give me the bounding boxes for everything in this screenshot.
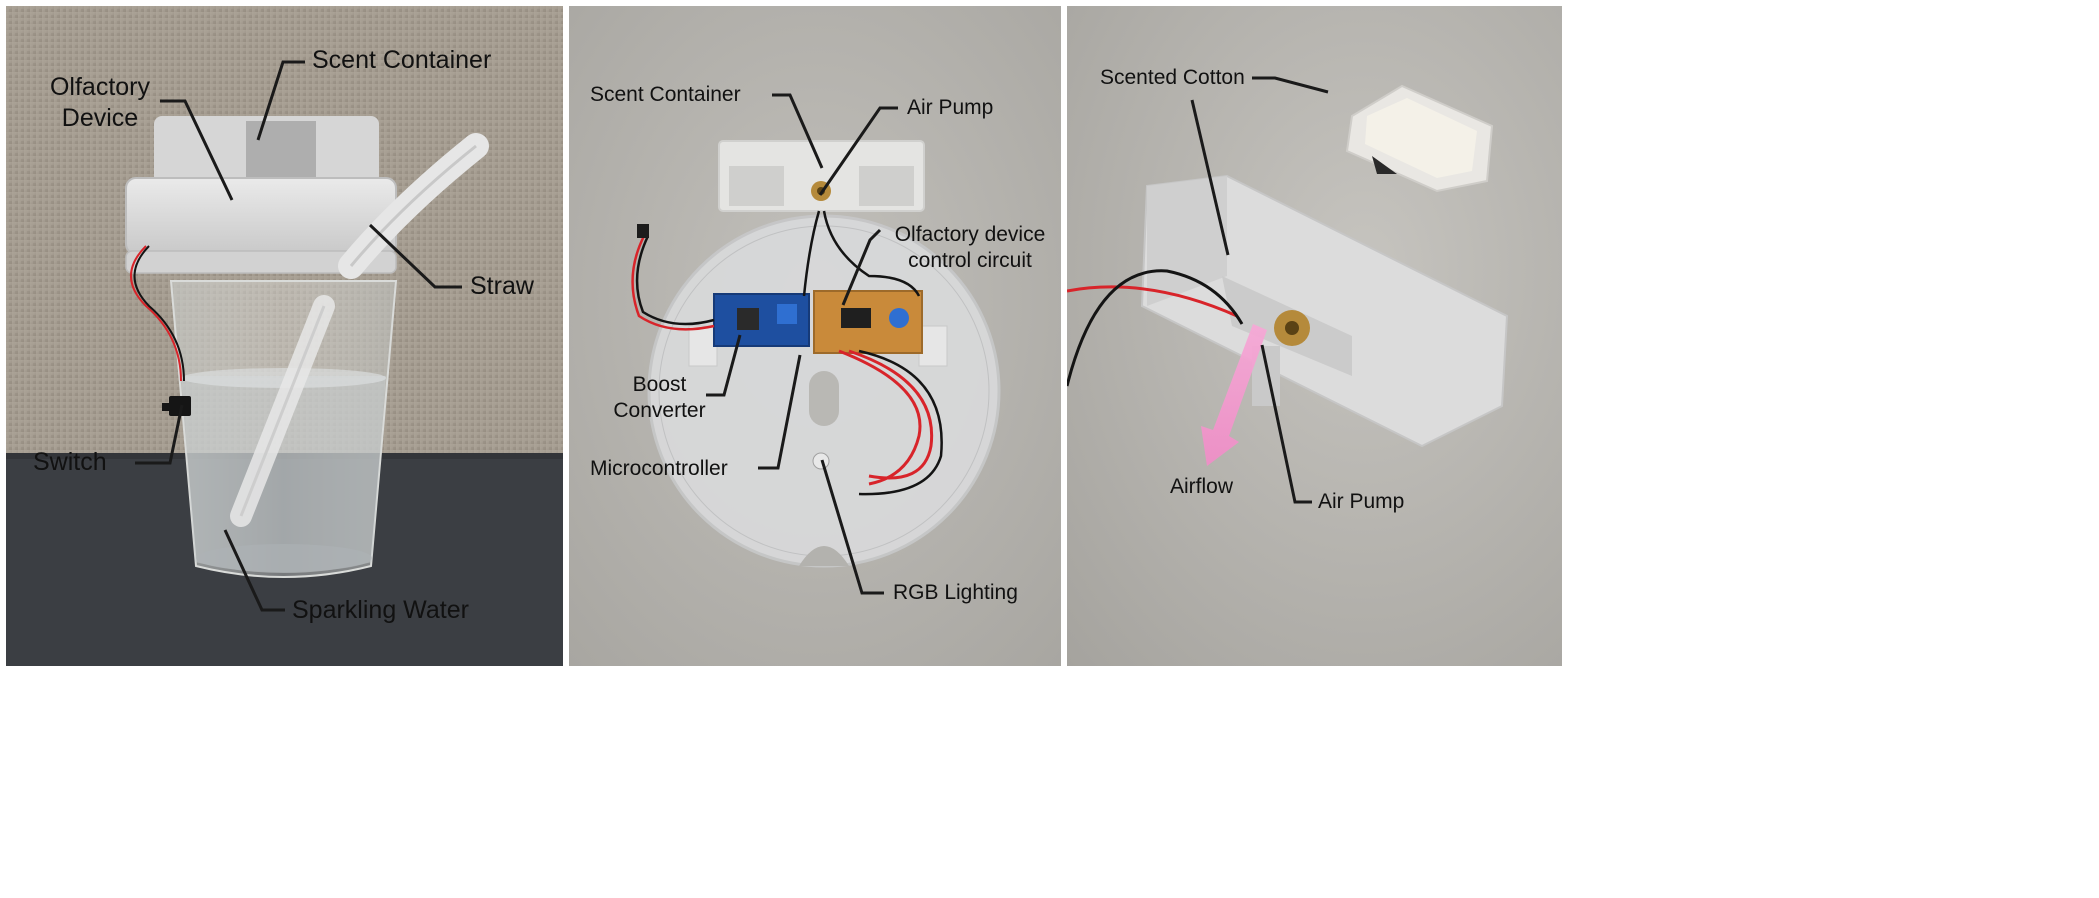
label-sparkling-water: Sparkling Water xyxy=(292,596,469,624)
label-olfactory-control-circuit: Olfactory device control circuit xyxy=(894,223,1046,272)
label-boost-converter: Boost Converter xyxy=(613,373,706,422)
label-scent-container: Scent Container xyxy=(312,46,492,74)
label-scented-cotton: Scented Cotton xyxy=(1100,66,1245,89)
label-scent-container-2: Scent Container xyxy=(590,83,741,106)
photo-panel-internal-components xyxy=(569,6,1061,666)
label-air-pump-2: Air Pump xyxy=(907,96,994,119)
label-straw: Straw xyxy=(470,272,534,300)
label-air-pump-3: Air Pump xyxy=(1318,490,1405,513)
label-rgb-lighting: RGB Lighting xyxy=(893,581,1018,604)
photo-panel-scent-container-detail xyxy=(1067,6,1562,666)
scent-container-detail-photo xyxy=(1067,6,1562,666)
internal-components-photo xyxy=(569,6,1061,666)
label-olfactory-device: Olfactory Device xyxy=(49,73,151,132)
label-switch: Switch xyxy=(33,448,107,476)
label-microcontroller: Microcontroller xyxy=(590,457,728,480)
label-airflow: Airflow xyxy=(1170,475,1234,498)
